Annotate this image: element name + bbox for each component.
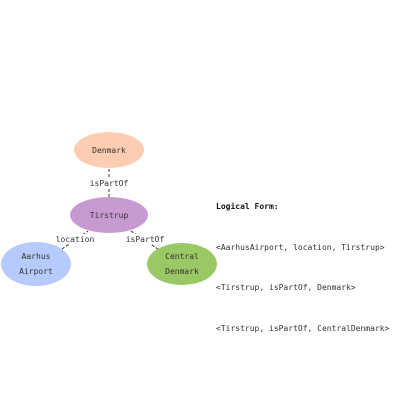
node-aarhus-airport xyxy=(1,242,71,286)
node-denmark xyxy=(74,132,144,168)
node-aarhus-airport-label-line1: Aarhus xyxy=(22,252,51,261)
logical-form-line: <Tirstrup, isPartOf, Denmark> xyxy=(216,283,356,292)
logical-form-line: <Tirstrup, isPartOf, CentralDenmark> xyxy=(216,323,390,333)
node-tirstrup-label: Tirstrup xyxy=(90,211,129,220)
logical-form-line: <AarhusAirport, location, Tirstrup> xyxy=(216,242,385,252)
node-denmark-label: Denmark xyxy=(92,146,126,155)
edge-label-ispartof-denmark: isPartOf xyxy=(90,179,129,188)
logical-form-title: Logical Form: xyxy=(216,202,279,211)
edge-label-bg xyxy=(52,234,98,244)
node-central-denmark xyxy=(147,243,217,285)
logical-form-panel: Logical Form: <AarhusAirport, location, … xyxy=(216,173,389,349)
edge-label-bg xyxy=(122,234,168,244)
edge-label-location: location xyxy=(56,235,95,244)
node-tirstrup xyxy=(70,197,148,233)
edge-label-bg xyxy=(87,178,131,188)
node-central-denmark-label-line1: Central xyxy=(165,252,199,261)
node-aarhus-airport-label-line2: Airport xyxy=(19,267,53,276)
edge-label-ispartof-central: isPartOf xyxy=(126,235,165,244)
node-central-denmark-label-line2: Denmark xyxy=(165,267,199,276)
